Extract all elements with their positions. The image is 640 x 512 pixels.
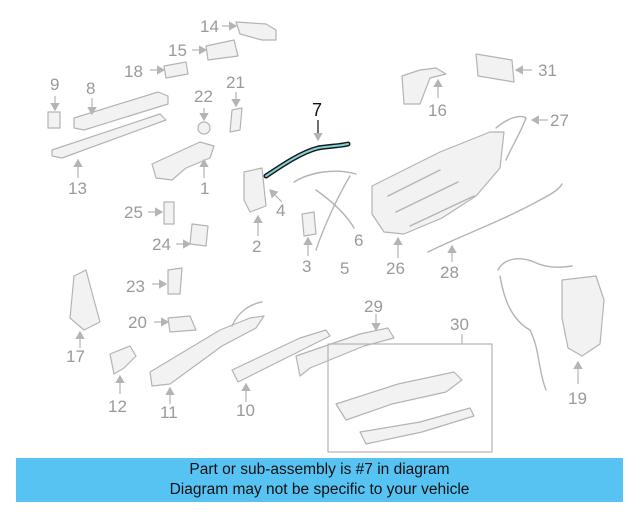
label-1: 1 (200, 179, 209, 198)
part-labels: 14 15 18 9 8 22 21 7 16 31 27 13 1 25 4 … (50, 17, 587, 422)
label-24: 24 (152, 235, 171, 254)
label-11: 11 (160, 403, 178, 422)
label-14: 14 (200, 17, 219, 36)
part-27-cable (495, 115, 548, 161)
part-25-seal (148, 201, 175, 225)
parts-diagram: 14 15 18 9 8 22 21 7 16 31 27 13 1 25 4 … (47, 17, 605, 453)
label-26: 26 (386, 259, 405, 278)
label-8: 8 (86, 79, 95, 98)
part-3-clip (301, 211, 317, 256)
part-30-assembly-box (327, 334, 493, 453)
part-5-rod (315, 175, 351, 251)
part-13-sill (51, 113, 167, 178)
label-6: 6 (354, 231, 363, 250)
label-28: 28 (440, 263, 459, 282)
part-18-clip (150, 61, 189, 79)
part-10-rocker (231, 329, 331, 402)
part-11-hinge-pillar (149, 301, 265, 404)
part-2-lock-actuator (243, 167, 283, 236)
part-1-handle (151, 141, 215, 181)
label-3: 3 (302, 257, 311, 276)
part-19-latch-assembly (497, 258, 605, 391)
label-9: 9 (50, 75, 59, 94)
part-16-hinge (401, 67, 447, 105)
label-12: 12 (108, 397, 127, 416)
part-14-bracket (222, 21, 277, 41)
banner-line-2: Diagram may not be specific to your vehi… (169, 481, 470, 498)
part-29-reinforcement (295, 314, 395, 377)
label-2: 2 (252, 237, 261, 256)
part-22-plug (197, 108, 211, 135)
label-15: 15 (168, 41, 187, 60)
label-10: 10 (236, 401, 255, 420)
info-banner: Part or sub-assembly is #7 in diagram Di… (16, 458, 623, 502)
part-21-strip (229, 92, 243, 133)
label-29: 29 (364, 297, 383, 316)
part-17-pillar-trim (69, 269, 101, 348)
label-16: 16 (428, 101, 447, 120)
label-23: 23 (126, 277, 145, 296)
label-22: 22 (194, 87, 213, 106)
label-18: 18 (124, 62, 143, 81)
label-7: 7 (312, 100, 322, 120)
label-17: 17 (66, 347, 85, 366)
label-4: 4 (276, 201, 285, 220)
label-5: 5 (340, 259, 349, 278)
part-9-clip (47, 96, 61, 129)
label-20: 20 (128, 313, 147, 332)
part-24-pad (176, 223, 209, 249)
part-31-bracket (475, 53, 532, 83)
part-26-door-inner-panel (371, 131, 505, 258)
part-7-rod-highlighted (263, 120, 351, 179)
label-19: 19 (568, 389, 587, 408)
part-6-cable (293, 170, 357, 229)
part-12-bracket (109, 345, 137, 394)
label-30: 30 (450, 315, 469, 334)
label-13: 13 (68, 179, 87, 198)
part-15-bracket (192, 39, 239, 61)
label-21: 21 (226, 73, 245, 92)
part-8-reinforcement (73, 91, 169, 131)
label-27: 27 (550, 111, 569, 130)
part-28-cable (427, 183, 563, 262)
part-23-pad (152, 267, 183, 295)
part-20-bracket (154, 315, 197, 333)
label-31: 31 (538, 61, 557, 80)
banner-line-1: Part or sub-assembly is #7 in diagram (189, 461, 450, 478)
label-25: 25 (124, 203, 143, 222)
